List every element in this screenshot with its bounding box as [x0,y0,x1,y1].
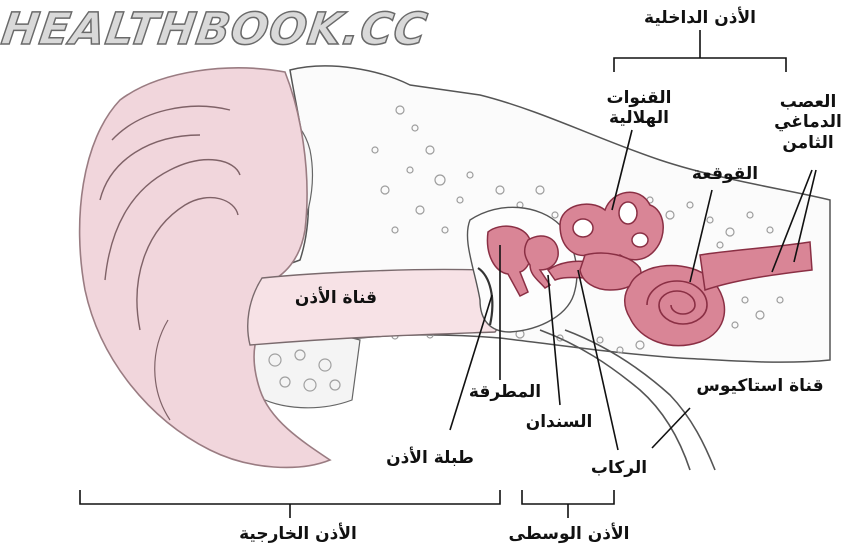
label-incus: السندان [514,412,604,432]
inner-ear-bracket [614,30,786,72]
label-malleus: المطرقة [460,382,550,402]
label-cochlea: القوقعة [680,164,770,184]
label-eardrum: طبلة الأذن [370,448,490,468]
label-outer-ear: الأذن الخارجية [220,524,376,544]
label-inner-ear: الأذن الداخلية [628,8,772,28]
label-semicircular-canals: القنوات الهلالية [598,88,680,129]
healthbook-watermark: HEALTHBOOK.CC [0,4,431,55]
leader-eustachian [652,408,690,448]
middle-ear-bracket [522,490,614,518]
outer-ear-bracket [80,490,500,518]
label-middle-ear: الأذن الوسطى [504,524,634,544]
label-eustachian-tube: قناة استاكيوس [690,376,830,396]
label-eighth-nerve: العصب الدماغي الثامن [762,92,854,153]
label-stapes: الركاب [578,458,660,478]
label-ear-canal: قناة الأذن [288,288,384,308]
